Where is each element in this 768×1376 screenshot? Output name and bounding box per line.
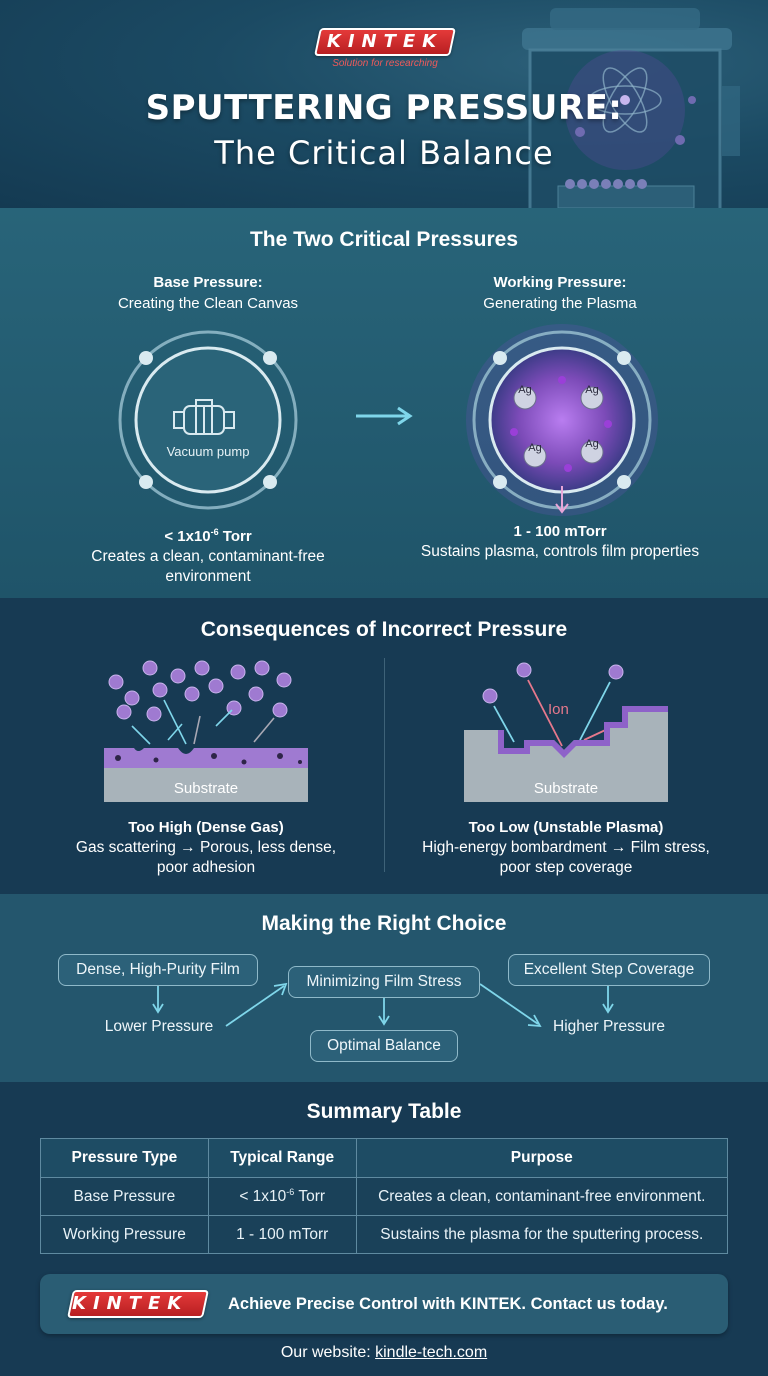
header: KINTEK Solution for researching SPUTTERI… bbox=[0, 0, 768, 208]
too-low-heading: Too Low (Unstable Plasma) bbox=[468, 819, 664, 836]
summary-title: Summary Table bbox=[306, 1100, 462, 1123]
choice-section: Making the Right Choice Dense, High-Puri… bbox=[0, 894, 768, 1082]
summary-section: Summary Table Pressure Type Typical Rang… bbox=[0, 1082, 768, 1376]
arrow-right-icon bbox=[356, 406, 413, 426]
base-pressure-details: < 1x10-6 Torr Creates a clean, contamina… bbox=[68, 522, 348, 587]
dense-gas-illustration bbox=[104, 660, 308, 802]
plasma-chamber-icon bbox=[466, 324, 658, 516]
table-header-row: Pressure Type Typical Range Purpose bbox=[40, 1138, 729, 1178]
higher-pressure-label: Higher Pressure bbox=[553, 1018, 665, 1035]
table-cell: < 1x10-6 Torr bbox=[207, 1177, 357, 1216]
substrate-label-high: Substrate bbox=[173, 780, 239, 797]
ag-atom-3: Ag bbox=[528, 442, 542, 454]
lower-pressure-label: Lower Pressure bbox=[104, 1018, 214, 1035]
divider bbox=[384, 658, 385, 872]
page-title: SPUTTERING PRESSURE: bbox=[145, 88, 623, 128]
base-pressure-value: < 1x10-6 Torr bbox=[164, 527, 252, 545]
table-cell: Creates a clean, contaminant-free enviro… bbox=[355, 1177, 729, 1216]
working-heading: Working Pressure: bbox=[493, 274, 627, 291]
consequences-section: Consequences of Incorrect Pressure Subst… bbox=[0, 598, 768, 894]
table-header: Pressure Type bbox=[40, 1138, 209, 1178]
table-cell: 1 - 100 mTorr bbox=[207, 1215, 357, 1254]
too-high-description: Gas scattering → Porous, less dense, poo… bbox=[75, 839, 337, 876]
base-subheading: Creating the Clean Canvas bbox=[117, 295, 299, 312]
working-subheading: Generating the Plasma bbox=[483, 295, 637, 312]
website-label: Our website: bbox=[280, 1344, 376, 1361]
ag-atom-4: Ag bbox=[585, 438, 599, 450]
ag-atom-1: Ag bbox=[518, 384, 532, 396]
table-row: Base Pressure < 1x10-6 Torr Creates a cl… bbox=[40, 1177, 729, 1216]
pressures-section: The Two Critical Pressures Base Pressure… bbox=[0, 208, 768, 598]
cta-text: Achieve Precise Control with KINTEK. Con… bbox=[228, 1295, 668, 1313]
working-pressure-value: 1 - 100 mTorr bbox=[513, 523, 607, 540]
base-pressure-description: Creates a clean, contaminant-free enviro… bbox=[91, 548, 325, 585]
page-subtitle: The Critical Balance bbox=[214, 134, 554, 172]
table-header: Purpose bbox=[355, 1138, 729, 1178]
unstable-plasma-illustration bbox=[464, 662, 668, 802]
logo-text: KINTEK bbox=[72, 1293, 189, 1314]
working-pressure-description: Sustains plasma, controls film propertie… bbox=[420, 543, 700, 560]
choice-title: Making the Right Choice bbox=[261, 912, 507, 935]
table-cell: Base Pressure bbox=[40, 1177, 209, 1216]
sputter-chamber-illustration bbox=[522, 8, 740, 208]
table-cell: Sustains the plasma for the sputtering p… bbox=[355, 1215, 729, 1254]
website-link[interactable]: kindle-tech.com bbox=[375, 1344, 488, 1361]
substrate-label-low: Substrate bbox=[533, 780, 599, 797]
too-high-details: Too High (Dense Gas) Gas scattering → Po… bbox=[66, 818, 346, 878]
cta-banner[interactable]: KINTEK Achieve Precise Control with KINT… bbox=[40, 1274, 728, 1334]
website-line: Our website: kindle-tech.com bbox=[0, 1344, 768, 1362]
too-high-heading: Too High (Dense Gas) bbox=[128, 819, 284, 836]
pressures-title: The Two Critical Pressures bbox=[249, 228, 519, 251]
too-low-description: High-energy bombardment → Film stress, p… bbox=[422, 839, 710, 876]
working-pressure-heading: Working Pressure: Generating the Plasma bbox=[430, 272, 690, 314]
too-low-details: Too Low (Unstable Plasma) High-energy bo… bbox=[406, 818, 726, 878]
logo-tagline: Solution for researching bbox=[332, 58, 438, 69]
summary-table: Pressure Type Typical Range Purpose Base… bbox=[40, 1138, 729, 1254]
choice-flow-arrows bbox=[152, 982, 614, 1028]
optimal-balance-pill: Optimal Balance bbox=[310, 1030, 458, 1062]
vacuum-pump-label: Vacuum pump bbox=[166, 444, 250, 459]
logo-text: KINTEK bbox=[326, 31, 444, 52]
min-stress-pill: Minimizing Film Stress bbox=[288, 966, 480, 998]
table-header: Typical Range bbox=[207, 1138, 357, 1178]
table-cell: Working Pressure bbox=[40, 1215, 209, 1254]
ag-atom-2: Ag bbox=[585, 384, 599, 396]
base-heading: Base Pressure: bbox=[153, 274, 263, 291]
working-pressure-details: 1 - 100 mTorr Sustains plasma, controls … bbox=[420, 522, 700, 562]
vacuum-chamber-icon bbox=[118, 330, 298, 510]
kintek-logo: KINTEK Solution for researching bbox=[314, 28, 456, 69]
dense-film-pill: Dense, High-Purity Film bbox=[58, 954, 258, 986]
ion-label: Ion bbox=[548, 701, 569, 718]
base-pressure-heading: Base Pressure: Creating the Clean Canvas bbox=[78, 272, 338, 314]
kintek-logo-cta: KINTEK bbox=[67, 1290, 209, 1318]
step-coverage-pill: Excellent Step Coverage bbox=[508, 954, 710, 986]
consequences-title: Consequences of Incorrect Pressure bbox=[200, 618, 568, 641]
table-row: Working Pressure 1 - 100 mTorr Sustains … bbox=[40, 1215, 729, 1254]
